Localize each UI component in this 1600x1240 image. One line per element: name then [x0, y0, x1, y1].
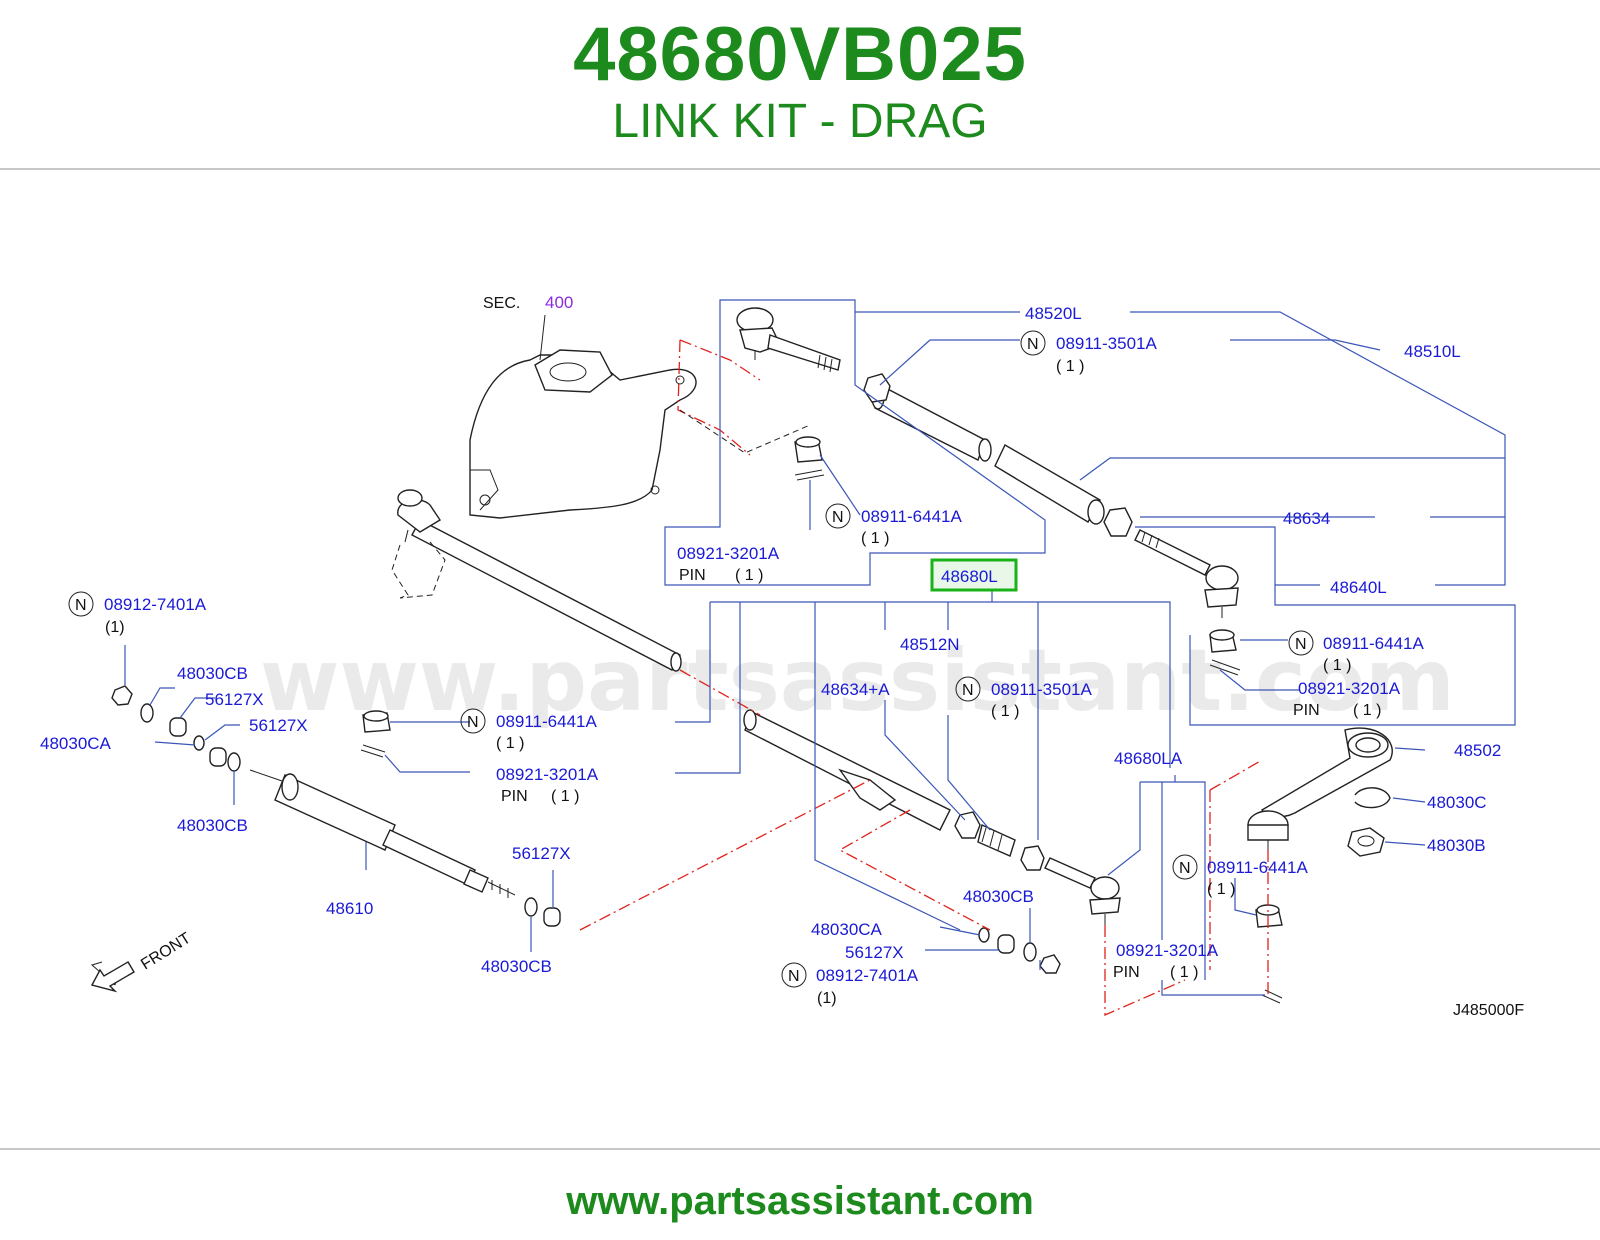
- bushings-washers-center-illustration: [978, 927, 1061, 974]
- callout-48680L-highlighted[interactable]: 48680L: [941, 567, 998, 586]
- right-tie-rod-end-illustration: [1134, 529, 1239, 618]
- footer-url[interactable]: www.partsassistant.com: [566, 1179, 1034, 1223]
- callout-56127X-b[interactable]: 56127X: [249, 716, 308, 735]
- n-marker-text: N: [467, 714, 479, 731]
- callout-48502[interactable]: 48502: [1454, 741, 1501, 760]
- adjusting-tube-illustration: [863, 373, 1133, 537]
- steering-gearbox-illustration: [469, 349, 697, 519]
- qty-label: (1): [817, 990, 837, 1007]
- qty-label: ( 1 ): [1207, 881, 1235, 898]
- n-marker-text: N: [1179, 860, 1191, 877]
- callout-08911-3501A-top[interactable]: 08911-3501A: [1056, 334, 1157, 353]
- n-marker-text: N: [75, 597, 87, 614]
- callout-08911-6441A-d[interactable]: 08911-6441A: [1207, 858, 1308, 877]
- n-marker-text: N: [1295, 636, 1307, 653]
- n-marker-text: N: [1027, 336, 1039, 353]
- part-description: LINK KIT - DRAG: [612, 95, 988, 148]
- callout-48520L[interactable]: 48520L: [1025, 304, 1082, 323]
- callout-08911-6441A-b[interactable]: 08911-6441A: [1323, 634, 1424, 653]
- callout-48610[interactable]: 48610: [326, 899, 373, 918]
- bushings-washers-left-illustration: [111, 685, 561, 927]
- qty-label: ( 1 ): [496, 735, 524, 752]
- n-marker-text: N: [832, 509, 844, 526]
- qty-label: ( 1 ): [1056, 358, 1084, 375]
- exploded-parts-diagram: www.partsassistant.com SEC. 400: [40, 293, 1524, 1019]
- callout-48680LA[interactable]: 48680LA: [1114, 749, 1183, 768]
- callout-08911-6441A-c[interactable]: 08911-6441A: [496, 712, 597, 731]
- highlighted-part-box: [930, 558, 1018, 592]
- n-marker-text: N: [788, 968, 800, 985]
- part-number-title: 48680VB025: [573, 12, 1027, 97]
- center-link-illustration: [743, 709, 1045, 871]
- inner-tie-rod-end-illustration: [1044, 857, 1121, 925]
- callout-56127X-d[interactable]: 56127X: [845, 943, 904, 962]
- n-marker-icons: [68, 330, 1314, 988]
- qty-label: ( 1 ): [1353, 702, 1381, 719]
- qty-label: ( 1 ): [991, 703, 1019, 720]
- castle-nut-illustrations: [362, 436, 1283, 928]
- outer-tie-rod-end-illustration: [736, 307, 841, 373]
- page-header: 48680VB025 LINK KIT - DRAG: [0, 0, 1600, 170]
- callout-08921-3201A-c[interactable]: 08921-3201A: [496, 765, 599, 784]
- callout-56127X-a[interactable]: 56127X: [205, 690, 264, 709]
- callout-48030CA-a[interactable]: 48030CA: [40, 734, 112, 753]
- callout-48634-plus-A[interactable]: 48634+A: [821, 680, 890, 699]
- callout-48030CB-b[interactable]: 48030CB: [177, 816, 248, 835]
- callout-56127X-c[interactable]: 56127X: [512, 844, 571, 863]
- header-divider: [0, 168, 1600, 170]
- front-arrow-icon: [90, 961, 135, 993]
- qty-label: (1): [105, 619, 125, 636]
- qty-label: ( 1 ): [1170, 964, 1198, 981]
- callout-48030CB-d[interactable]: 48030CB: [963, 887, 1034, 906]
- pin-label: PIN: [1293, 702, 1320, 719]
- callout-08921-3201A-a[interactable]: 08921-3201A: [677, 544, 780, 563]
- relay-rod-illustration: [397, 489, 682, 672]
- pitman-arm-illustration: [1247, 727, 1393, 857]
- n-marker-text: N: [962, 682, 974, 699]
- callout-08911-3501A-mid[interactable]: 08911-3501A: [991, 680, 1092, 699]
- pin-label: PIN: [679, 567, 706, 584]
- callout-08921-3201A-b[interactable]: 08921-3201A: [1298, 679, 1401, 698]
- callout-48030C[interactable]: 48030C: [1427, 793, 1487, 812]
- callout-48030CB-c[interactable]: 48030CB: [481, 957, 552, 976]
- sec-label: SEC.: [483, 295, 520, 312]
- callout-48510L[interactable]: 48510L: [1404, 342, 1461, 361]
- callout-48030CB-a[interactable]: 48030CB: [177, 664, 248, 683]
- qty-label: ( 1 ): [551, 788, 579, 805]
- qty-label: ( 1 ): [735, 567, 763, 584]
- front-label: FRONT: [138, 930, 194, 974]
- steering-damper-illustration: [249, 769, 516, 898]
- callout-08921-3201A-d[interactable]: 08921-3201A: [1116, 941, 1219, 960]
- callout-48640L[interactable]: 48640L: [1330, 578, 1387, 597]
- pin-label: PIN: [1113, 964, 1140, 981]
- qty-label: ( 1 ): [861, 530, 889, 547]
- callout-48634[interactable]: 48634: [1283, 509, 1330, 528]
- drawing-code: J485000F: [1453, 1002, 1524, 1019]
- callout-08911-6441A-a[interactable]: 08911-6441A: [861, 507, 962, 526]
- callout-08912-7401A-bottom[interactable]: 08912-7401A: [816, 966, 919, 985]
- sec-ref-number: 400: [545, 293, 573, 312]
- qty-label: ( 1 ): [1323, 657, 1351, 674]
- watermark-text: www.partsassistant.com: [260, 631, 1455, 731]
- callout-48030B[interactable]: 48030B: [1427, 836, 1486, 855]
- footer-divider: [0, 1148, 1600, 1150]
- callout-48030CA-b[interactable]: 48030CA: [811, 920, 883, 939]
- pin-label: PIN: [501, 788, 528, 805]
- callout-08912-7401A-left[interactable]: 08912-7401A: [104, 595, 207, 614]
- callout-48512N[interactable]: 48512N: [900, 635, 960, 654]
